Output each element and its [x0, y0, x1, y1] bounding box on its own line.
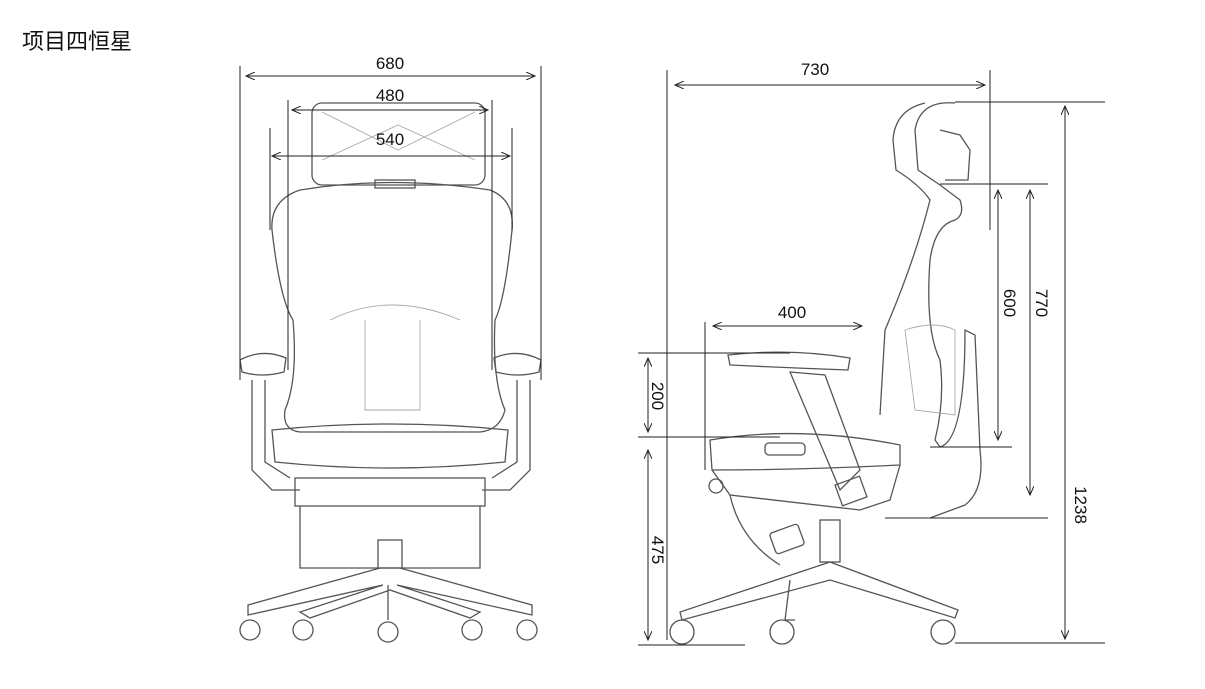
side-view-chair — [669, 102, 982, 645]
dim-depth: 730 — [801, 60, 829, 79]
front-view-chair — [239, 102, 542, 643]
dim-overall-width: 680 — [376, 54, 404, 73]
dim-backrest-height: 600 — [1000, 289, 1019, 317]
dim-headrest-width: 480 — [376, 86, 404, 105]
dim-seat-height: 475 — [648, 536, 667, 564]
side-casters — [669, 619, 956, 645]
dim-armrest-height: 200 — [648, 382, 667, 410]
page-title: 项目四恒星 — [22, 30, 133, 55]
dim-total-height: 1238 — [1071, 486, 1090, 524]
front-dimensions: 680 480 540 — [239, 54, 542, 380]
dim-backrest-width: 540 — [376, 130, 404, 149]
dim-seat-depth: 400 — [778, 303, 806, 322]
casters — [239, 619, 538, 643]
dim-back-headrest-height: 770 — [1032, 289, 1051, 317]
side-dimensions: 730 1238 770 600 400 200 475 — [638, 60, 1105, 646]
